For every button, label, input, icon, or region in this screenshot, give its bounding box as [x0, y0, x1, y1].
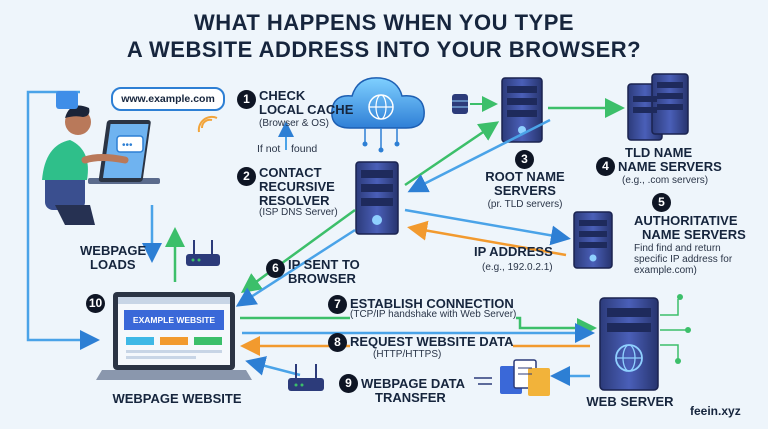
- page-title-line-2: A WEBSITE ADDRESS INTO YOUR BROWSER?: [126, 37, 642, 62]
- database-icon: [452, 94, 498, 114]
- step-4-title-line-1: TLD NAME: [625, 145, 693, 160]
- example-website-banner: EXAMPLE WEBSITE: [132, 315, 216, 325]
- step-4-subtitle: (e.g., .com servers): [622, 175, 709, 186]
- watermark: feein.xyz: [690, 404, 741, 418]
- wifi-icon: [197, 115, 218, 133]
- person-illustration: [42, 105, 160, 225]
- documents-icon: [474, 359, 550, 396]
- url-text: www.example.com: [121, 93, 215, 105]
- page-title-line-1: WHAT HAPPENS WHEN YOU TYPE: [193, 10, 575, 35]
- step-7-badge: 7: [328, 295, 347, 314]
- authoritative-server-icon: [573, 211, 613, 269]
- laptop-illustration: [96, 292, 252, 380]
- step-2-subtitle: (ISP DNS Server): [259, 207, 338, 218]
- ip-address-label: IP ADDRESS: [474, 244, 553, 259]
- step-6-badge: 6: [266, 259, 285, 278]
- step-8-title: REQUEST WEBSITE DATA: [350, 334, 514, 349]
- step-3-subtitle: (pr. TLD servers): [487, 199, 563, 210]
- resolver-server-icon: [355, 161, 399, 235]
- step-1-subtitle: (Browser & OS): [259, 118, 330, 129]
- chat-bubble-icon: [116, 135, 144, 153]
- tld-server-icon: [627, 73, 689, 141]
- cloud-icon: [331, 77, 425, 153]
- step-8-badge: 8: [328, 333, 347, 352]
- svg-text:•••: •••: [122, 140, 133, 151]
- step-2-badge: 2: [237, 167, 256, 186]
- ip-address-example: (e.g., 192.0.2.1): [482, 262, 553, 273]
- if-not-label: If not: [257, 143, 281, 155]
- step-4-badge: 4: [596, 157, 615, 176]
- web-server-icon: [599, 294, 691, 391]
- step-4-title-line-2: NAME SERVERS: [618, 159, 722, 174]
- step-3-badge: 3: [515, 150, 534, 169]
- step-7-subtitle: (TCP/IP handshake with Web Server): [350, 309, 517, 321]
- chat-bubble-icon: [56, 91, 78, 109]
- step-5-badge: 5: [652, 193, 671, 212]
- found-label: found: [291, 143, 318, 155]
- step-8-subtitle: (HTTP/HTTPS): [373, 349, 442, 361]
- step-9-badge: 9: [339, 374, 358, 393]
- url-bubble: [111, 87, 225, 111]
- step-7-title: ESTABLISH CONNECTION: [350, 296, 514, 311]
- web-server-label: WEB SERVER: [586, 394, 674, 409]
- router-icon: [288, 364, 324, 391]
- outer-loop-arrow: [26, 90, 100, 350]
- router-icon: [186, 240, 220, 266]
- step-10-badge: 10: [86, 294, 105, 313]
- root-server-icon: [501, 77, 543, 143]
- step-1-badge: 1: [237, 90, 256, 109]
- webpage-website-label: WEBPAGE WEBSITE: [112, 391, 242, 406]
